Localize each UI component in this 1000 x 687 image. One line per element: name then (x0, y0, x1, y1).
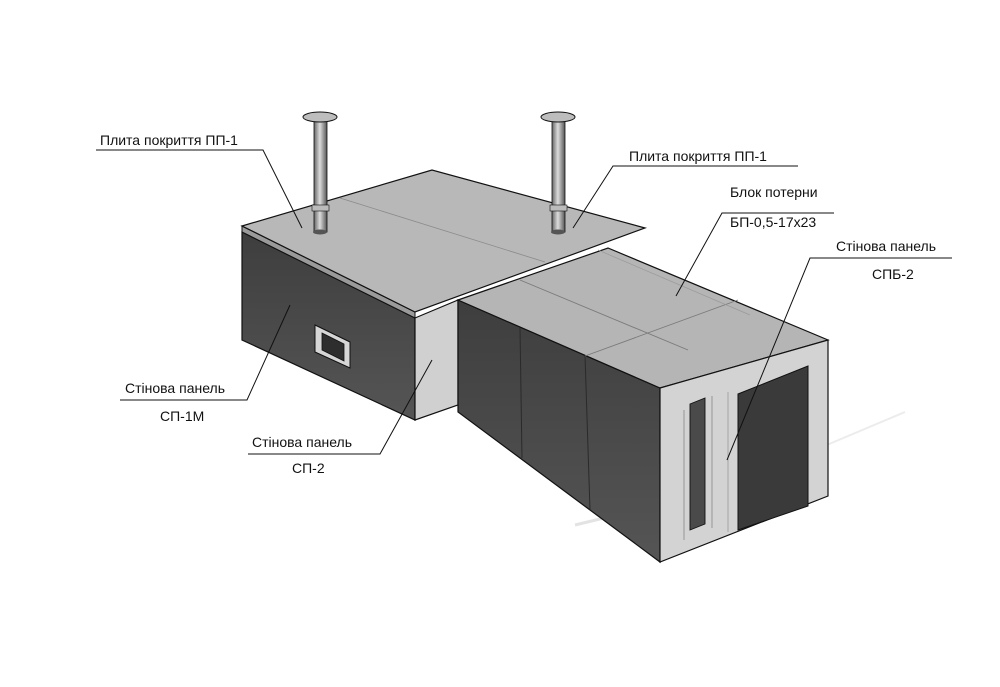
vent-post-left (302, 111, 338, 235)
leader-sp1m (120, 304, 291, 401)
label-tunnel-block-1: Блок потерни (730, 184, 818, 200)
leader-tunnel-block (675, 212, 834, 297)
leader-lines (96, 149, 952, 461)
leader-sp2 (248, 359, 433, 455)
tunnel-gallery (456, 247, 830, 564)
end-panel-slot (689, 397, 706, 531)
leader-slab-left (96, 149, 303, 229)
leader-end-panel (726, 257, 952, 461)
label-sp1m-2: СП-1М (160, 408, 204, 424)
vent-post-right (540, 111, 576, 235)
label-tunnel-block-2: БП-0,5-17х23 (730, 214, 816, 230)
label-slab-right: Плита покриття ПП-1 (629, 148, 767, 164)
label-end-panel-1: Стінова панель (836, 238, 936, 254)
main-chamber (240, 169, 647, 421)
leader-slab-right (572, 165, 798, 229)
label-slab-left: Плита покриття ПП-1 (100, 132, 238, 148)
labels: Плита покриття ПП-1 Плита покриття ПП-1 … (100, 132, 936, 476)
label-sp2-2: СП-2 (292, 460, 325, 476)
end-panel-opening (737, 365, 809, 531)
label-end-panel-2: СПБ-2 (872, 266, 914, 282)
wall-opening (314, 324, 351, 369)
label-sp2-1: Стінова панель (252, 434, 352, 450)
wall-panel-sp2 (414, 299, 459, 421)
label-sp1m-1: Стінова панель (125, 380, 225, 396)
roof-slab-top (240, 169, 647, 313)
